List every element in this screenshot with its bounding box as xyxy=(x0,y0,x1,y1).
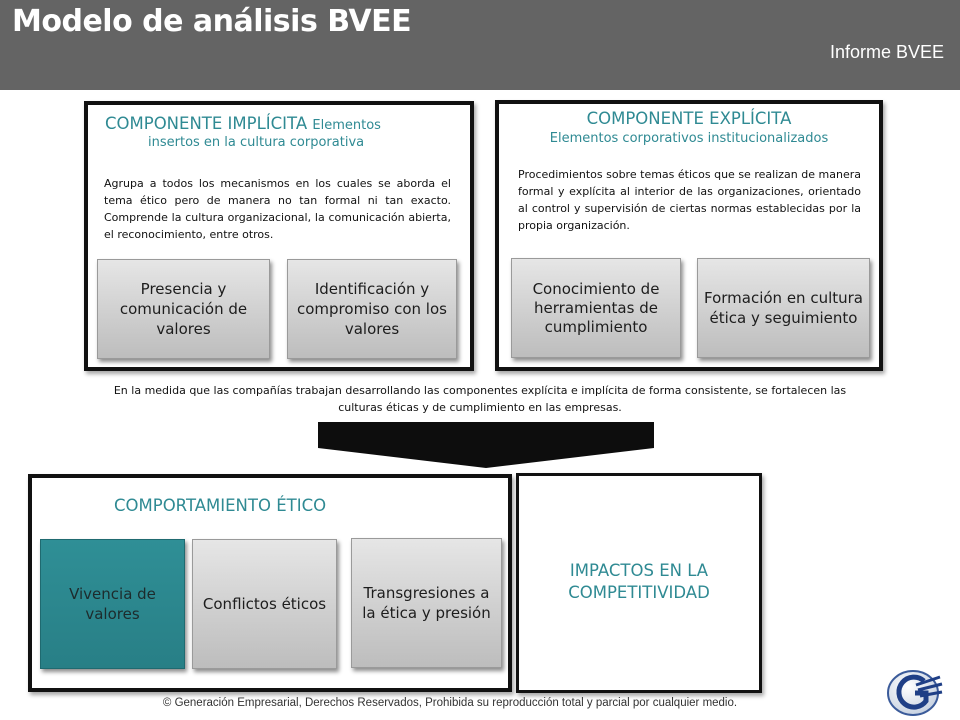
implicit-box-identification: Identificación y compromiso con los valo… xyxy=(287,259,457,359)
behavior-box-living-values: Vivencia de valores xyxy=(40,539,185,669)
header-bar: Modelo de análisis BVEE Informe BVEE xyxy=(0,0,960,90)
implicit-description: Agrupa a todos los mecanismos en los cua… xyxy=(104,177,451,241)
competitiveness-impact-text: IMPACTOS EN LA COMPETITIVIDAD xyxy=(568,561,710,602)
implicit-heading: COMPONENTE IMPLÍCITA Elementos xyxy=(105,114,457,136)
implicit-box-values-communication: Presencia y comunicación de valores xyxy=(97,259,270,359)
implicit-subheading: insertos en la cultura corporativa xyxy=(148,135,365,150)
implicit-heading-main: COMPONENTE IMPLÍCITA xyxy=(105,114,308,133)
competitiveness-impact-panel xyxy=(516,473,762,693)
explicit-description: Procedimientos sobre temas éticos que se… xyxy=(518,168,861,232)
implicit-heading-inline: Elementos xyxy=(312,118,381,133)
behavior-box-transgressions: Transgresiones a la ética y presión xyxy=(351,538,502,668)
explicit-box-ethics-training: Formación en cultura ética y seguimiento xyxy=(697,258,870,358)
explicit-heading: COMPONENTE EXPLÍCITA xyxy=(586,109,792,128)
consistency-note: En la medida que las compañías trabajan … xyxy=(113,384,847,414)
report-subtitle: Informe BVEE xyxy=(829,42,944,62)
page-title: Modelo de análisis BVEE xyxy=(12,4,412,39)
ge-logo-icon xyxy=(887,670,943,716)
explicit-subheading: Elementos corporativos institucionalizad… xyxy=(549,131,829,146)
merge-arrow-icon xyxy=(318,422,654,468)
behavior-box-ethical-conflicts: Conflictos éticos xyxy=(192,539,337,669)
ethical-behavior-heading: COMPORTAMIENTO ÉTICO xyxy=(114,496,327,515)
copyright-footer: © Generación Empresarial, Derechos Reser… xyxy=(162,697,738,709)
explicit-box-compliance-tools: Conocimiento de herramientas de cumplimi… xyxy=(511,258,681,358)
